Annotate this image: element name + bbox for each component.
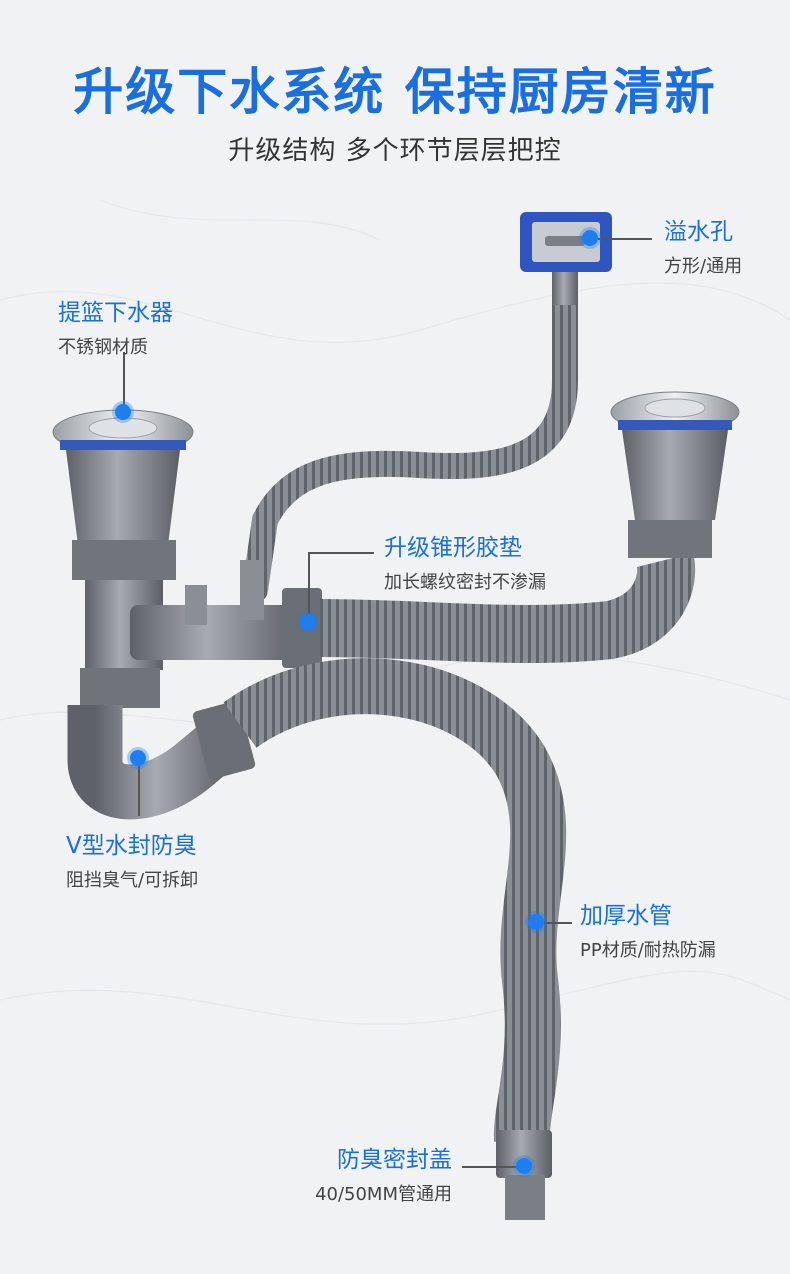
callout-cap-title: 防臭密封盖 bbox=[337, 1147, 452, 1173]
callout-hose: 加厚水管 PP材质/耐热防漏 bbox=[580, 896, 716, 962]
callout-line-cap bbox=[462, 1166, 516, 1168]
callout-dot-cap bbox=[516, 1158, 532, 1174]
callout-overflow: 溢水孔 方形/通用 bbox=[664, 212, 742, 278]
callout-line-overflow bbox=[596, 238, 652, 240]
callout-basket: 提篮下水器 不锈钢材质 bbox=[58, 293, 173, 359]
callout-cap: 防臭密封盖 40/50MM管通用 bbox=[300, 1140, 452, 1206]
callout-dot-vtrap bbox=[130, 750, 146, 766]
callout-basket-title: 提篮下水器 bbox=[58, 300, 173, 326]
callout-cap-desc: 40/50MM管通用 bbox=[315, 1184, 452, 1205]
page-title: 升级下水系统 保持厨房清新 bbox=[73, 63, 717, 121]
callout-line-hose bbox=[544, 922, 572, 924]
callout-dot-gasket bbox=[300, 614, 316, 630]
callout-hose-desc: PP材质/耐热防漏 bbox=[580, 940, 716, 961]
callout-vtrap: V型水封防臭 阻挡臭气/可拆卸 bbox=[66, 826, 198, 892]
callout-line-basket bbox=[123, 352, 125, 410]
callout-gasket-title: 升级锥形胶垫 bbox=[384, 535, 522, 561]
background-texture bbox=[0, 199, 790, 1025]
callout-basket-desc: 不锈钢材质 bbox=[58, 337, 148, 358]
callout-gasket-desc: 加长螺纹密封不渗漏 bbox=[384, 572, 546, 593]
callout-line-gasket-h bbox=[308, 552, 374, 554]
callout-overflow-desc: 方形/通用 bbox=[664, 256, 743, 277]
callout-overflow-title: 溢水孔 bbox=[664, 219, 733, 245]
callout-hose-title: 加厚水管 bbox=[580, 903, 672, 929]
callout-line-vtrap bbox=[138, 764, 140, 816]
callout-dot-overflow bbox=[582, 230, 598, 246]
callout-vtrap-desc: 阻挡臭气/可拆卸 bbox=[66, 870, 199, 891]
callout-gasket: 升级锥形胶垫 加长螺纹密封不渗漏 bbox=[384, 528, 546, 594]
callout-line-gasket-v bbox=[308, 552, 310, 618]
callout-vtrap-title: V型水封防臭 bbox=[66, 833, 197, 859]
page-subtitle: 升级结构 多个环节层层把控 bbox=[228, 136, 562, 166]
callout-dot-hose bbox=[528, 914, 544, 930]
callout-dot-basket bbox=[115, 404, 131, 420]
